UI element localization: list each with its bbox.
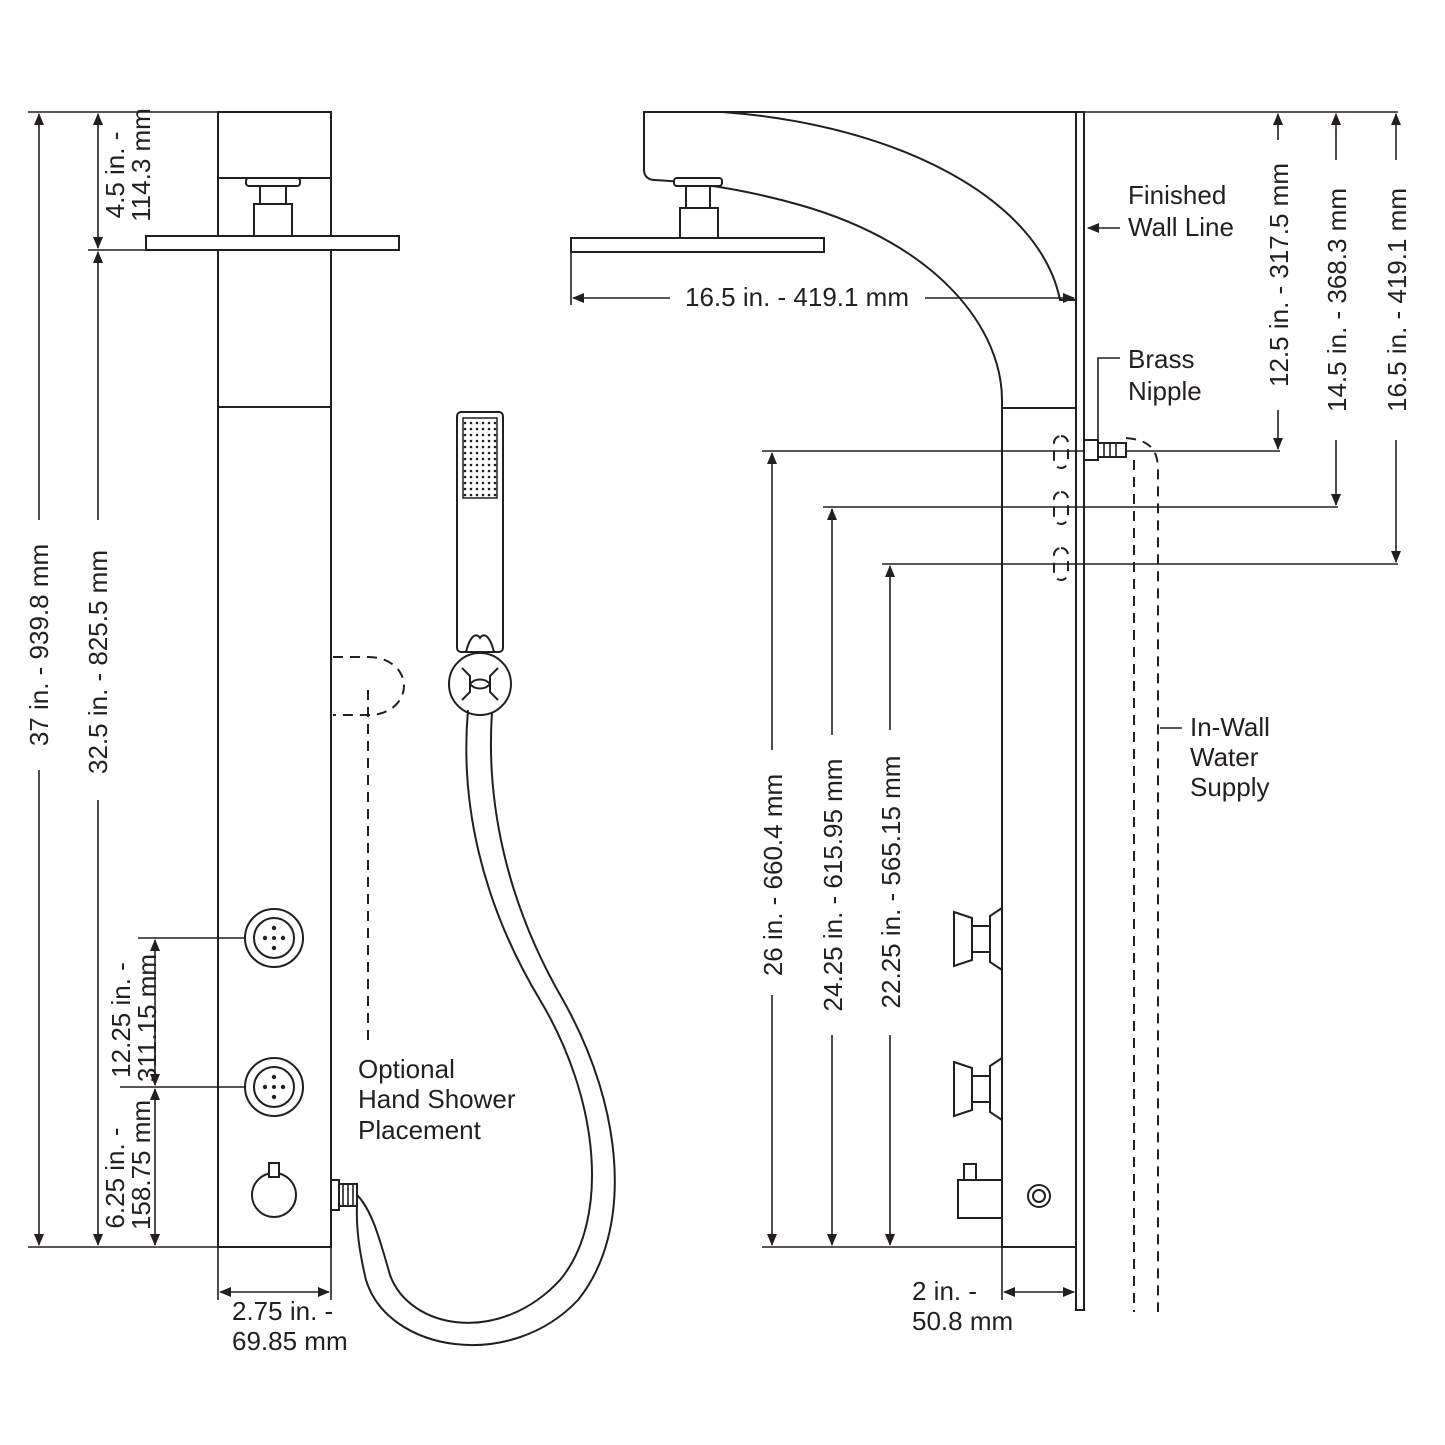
hand-shower-note-line3: Placement: [358, 1115, 482, 1145]
bottom-jet-label-b: 158.75 mm: [126, 1100, 156, 1230]
supply-label-2: Water: [1190, 742, 1259, 772]
hand-shower-placement-outline: [333, 656, 406, 716]
dim-top-1-label: 12.5 in. - 317.5 mm: [1264, 163, 1294, 387]
width-label-b: 69.85 mm: [232, 1326, 348, 1356]
dim-top-2-label: 14.5 in. - 368.3 mm: [1322, 188, 1352, 412]
head-reach-label: 16.5 in. - 419.1 mm: [685, 282, 909, 312]
control-knob-front: [251, 1162, 297, 1218]
rain-head-front: [145, 177, 400, 251]
brass-nipple-label-2: Nipple: [1128, 376, 1202, 406]
brass-nipple: [1083, 439, 1127, 461]
width-label-a: 2.75 in. -: [232, 1296, 333, 1326]
finished-wall: [1075, 111, 1085, 1311]
dim-bottom-1-label: 26 in. - 660.4 mm: [758, 774, 788, 976]
side-valve-lower: [953, 1056, 1003, 1122]
supply-label-3: Supply: [1190, 772, 1270, 802]
side-valve-upper: [953, 906, 1003, 972]
hand-shower: [448, 411, 512, 716]
in-wall-water-supply: [1125, 437, 1159, 1312]
brass-nipple-label-1: Brass: [1128, 344, 1194, 374]
front-view: 37 in. - 939.8 mm 4.5 in. - 114.3 mm 32.…: [24, 108, 616, 1356]
side-view: 16.5 in. - 419.1 mm: [570, 111, 1412, 1336]
wall-line-label-1: Finished: [1128, 180, 1226, 210]
jet-spacing-label-b: 311.15 mm: [132, 954, 162, 1082]
hose: [356, 709, 593, 1324]
jet-spacing-label-a: 12.25 in. -: [106, 962, 136, 1078]
rain-head-side: [570, 177, 825, 253]
head-drop-label-b: 114.3 mm: [126, 108, 156, 222]
supply-label-1: In-Wall: [1190, 712, 1270, 742]
hand-shower-note-line2: Hand Shower: [358, 1084, 516, 1114]
depth-label-a: 2 in. -: [912, 1276, 977, 1306]
side-panel: [643, 111, 1077, 1248]
head-drop-label-a: 4.5 in. -: [100, 132, 130, 219]
dim-top-3-label: 16.5 in. - 419.1 mm: [1382, 188, 1412, 412]
bottom-jet-label-a: 6.25 in. -: [100, 1127, 130, 1228]
body-jet-upper: [244, 908, 304, 968]
side-port: [1027, 1184, 1051, 1208]
depth-label-b: 50.8 mm: [912, 1306, 1013, 1336]
panel-height-label: 32.5 in. - 825.5 mm: [83, 550, 113, 774]
side-control-knob: [957, 1163, 1003, 1219]
dim-bottom-3-label: 22.25 in. - 565.15 mm: [876, 756, 906, 1009]
hose-outlet: [330, 1179, 358, 1211]
hand-shower-note-line1: Optional: [358, 1054, 455, 1084]
wall-line-label-2: Wall Line: [1128, 212, 1234, 242]
total-height-label: 37 in. - 939.8 mm: [24, 544, 54, 746]
dim-bottom-2-label: 24.25 in. - 615.95 mm: [818, 759, 848, 1012]
body-jet-lower: [244, 1057, 304, 1117]
